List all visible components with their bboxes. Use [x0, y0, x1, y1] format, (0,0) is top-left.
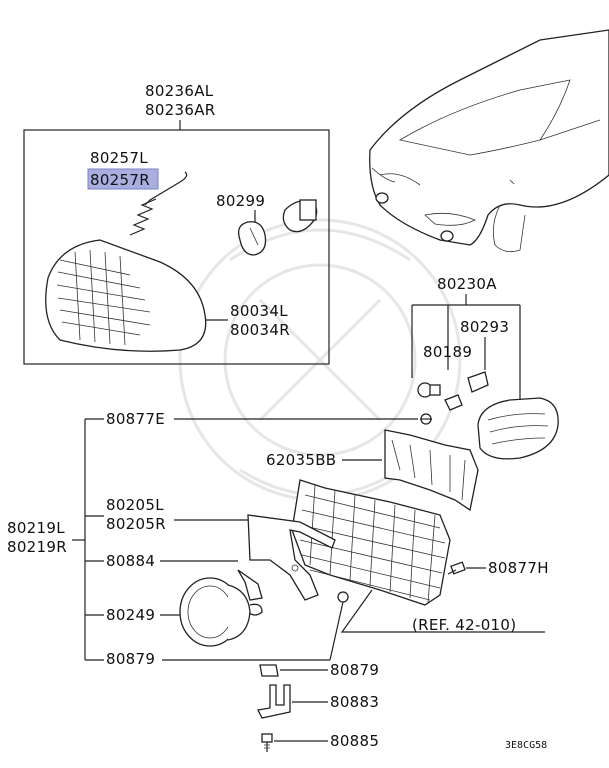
screw-80877h: [447, 561, 466, 575]
bumper-grille-mesh: [291, 479, 451, 606]
bolt-80885: [261, 733, 273, 752]
lamp-assembly-box: [23, 129, 330, 365]
label-80877h: 80877H: [488, 559, 549, 577]
label-80189: 80189: [423, 343, 472, 361]
label-80257l: 80257L: [90, 149, 148, 167]
label-80034r: 80034R: [230, 321, 290, 339]
label-80877e: 80877E: [106, 410, 165, 428]
diagram-code: 3E8CG58: [505, 740, 547, 751]
clip-80884: [237, 569, 263, 616]
label-80205r: 80205R: [106, 515, 166, 533]
screw-80877e: [420, 413, 432, 425]
label-80034l: 80034L: [230, 302, 288, 320]
label-80236ar: 80236AR: [145, 101, 216, 119]
fog-lamp-80249: [179, 577, 251, 647]
label-80230a: 80230A: [437, 275, 497, 293]
side-lamp-lens: [45, 239, 207, 352]
label-80236al: 80236AL: [145, 82, 214, 100]
label-80249: 80249: [106, 606, 155, 624]
side-marker-lamp: [477, 397, 559, 460]
ref-leader-line: [340, 589, 545, 633]
label-80879a: 80879: [106, 650, 155, 668]
car-outline: [369, 29, 609, 253]
spring-clip: [129, 171, 188, 236]
label-80879b: 80879: [330, 661, 379, 679]
bracket-80883: [257, 684, 291, 719]
label-ref: (REF. 42-010): [412, 616, 516, 634]
nut-80879-mesh: [337, 591, 349, 603]
label-80293: 80293: [460, 318, 509, 336]
bracket-80205: [247, 514, 336, 601]
bulb-80299: [237, 199, 318, 256]
liner-62035bb: [384, 429, 479, 512]
label-80257r[interactable]: 80257R: [90, 171, 150, 189]
highlight-80257r: [87, 168, 159, 190]
label-80299: 80299: [216, 192, 265, 210]
label-80219r: 80219R: [7, 538, 67, 556]
nut-80879: [259, 664, 279, 677]
label-62035bb: 62035BB: [266, 451, 336, 469]
label-80219l: 80219L: [7, 519, 65, 537]
side-marker-bulb: [417, 371, 489, 411]
label-80883: 80883: [330, 693, 379, 711]
label-80205l: 80205L: [106, 496, 164, 514]
label-80884: 80884: [106, 552, 155, 570]
label-80885: 80885: [330, 732, 379, 750]
